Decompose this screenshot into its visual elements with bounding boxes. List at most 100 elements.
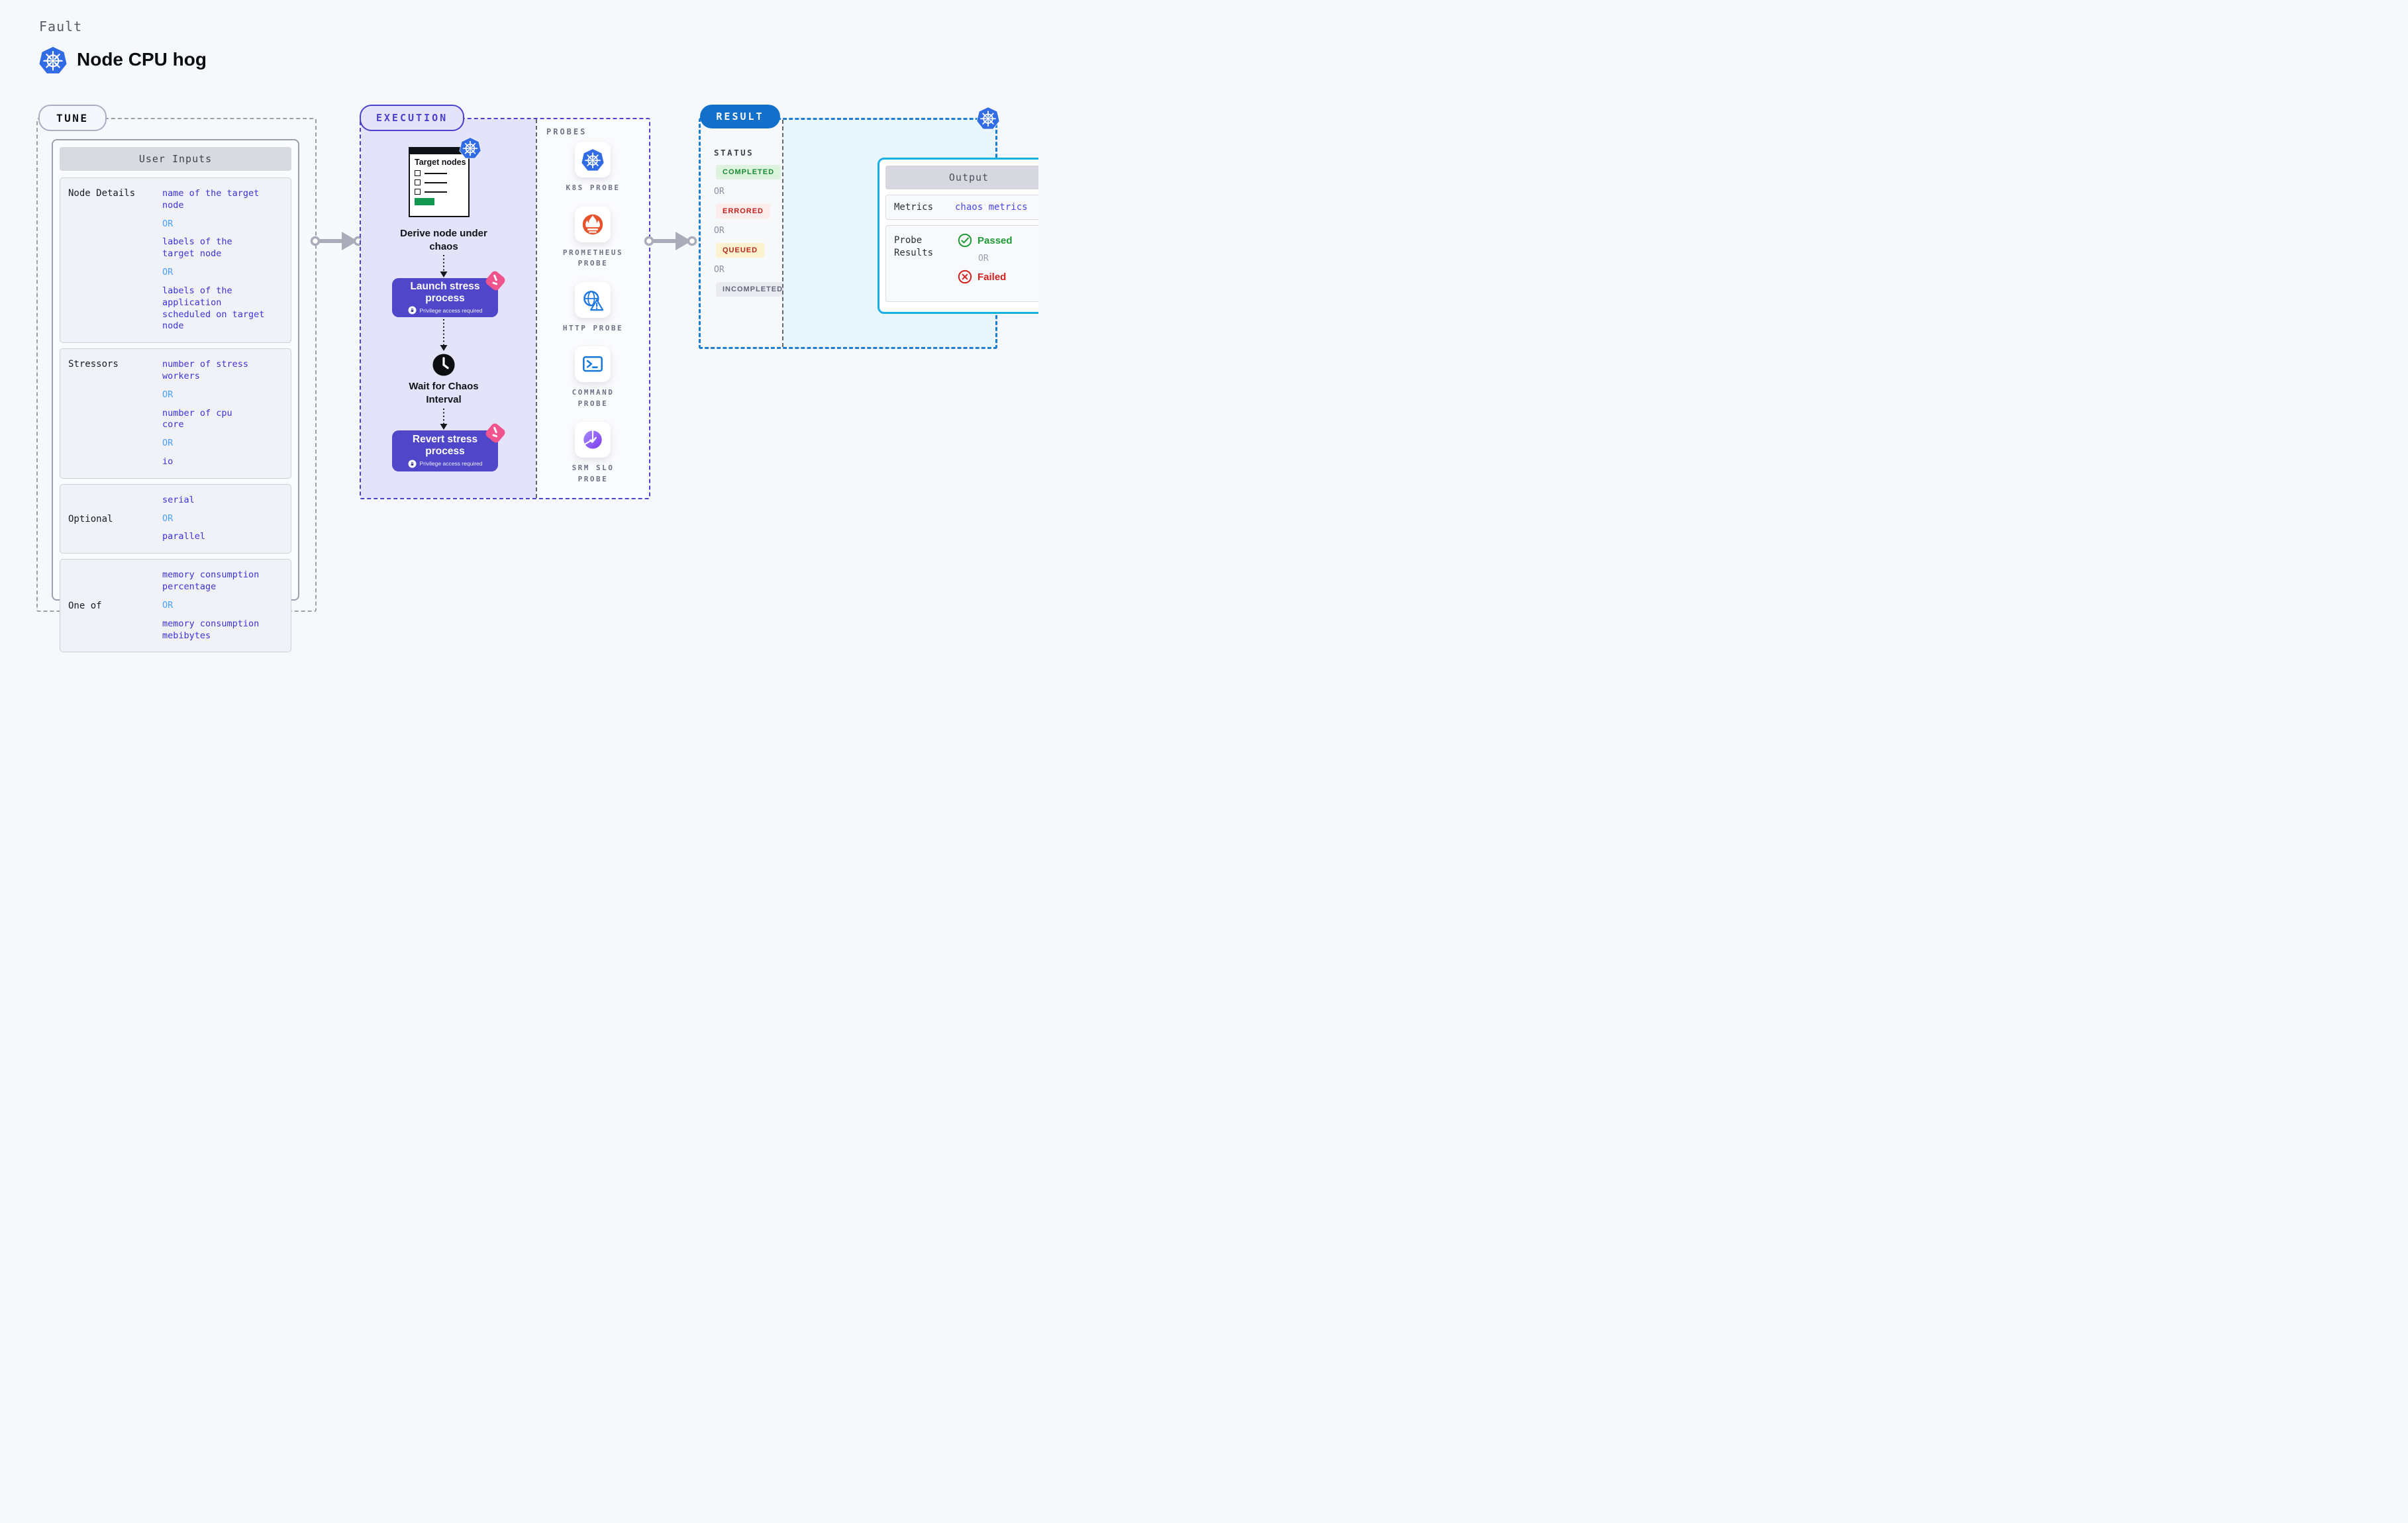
row-values: serial OR parallel (162, 495, 285, 543)
input-value: serial (162, 494, 195, 505)
failed-label: Failed (978, 271, 1007, 283)
kubernetes-icon (459, 136, 481, 160)
passed-line: Passed (958, 233, 1013, 248)
probe-card (575, 422, 611, 458)
execution-flow-panel: Target nodes Derive node under chaos Lau… (361, 119, 536, 498)
lock-icon (407, 306, 417, 315)
input-value: parallel (162, 531, 206, 542)
process-label: Launch stress process (410, 280, 480, 304)
node-line (425, 181, 447, 183)
dotted-arrow (440, 255, 448, 277)
input-row-node-details: Node Details name of the target node OR … (60, 177, 291, 344)
row-values: number of stress workers OR number of cp… (162, 359, 285, 468)
panel-divider (536, 119, 537, 498)
card-titlebar (410, 148, 468, 154)
execution-section: Target nodes Derive node under chaos Lau… (360, 118, 650, 499)
probe-results-row: Probe Results Passed OR (885, 225, 1038, 302)
probe-label: COMMAND PROBE (572, 388, 615, 408)
privilege-note: Privilege access required (407, 306, 483, 315)
output-card: Output Metrics chaos metrics Probe Resul… (878, 158, 1038, 314)
input-row-stressors: Stressors number of stress workers OR nu… (60, 348, 291, 479)
status-list: COMPLETED OR ERRORED OR QUEUED OR INCOMP… (714, 165, 790, 297)
status-title: STATUS (714, 148, 754, 158)
clock-icon (432, 353, 456, 377)
metrics-value: chaos metrics (955, 202, 1028, 213)
node-checkbox-row (415, 189, 468, 195)
input-value: labels of the target node (162, 236, 232, 260)
privilege-note-text: Privilege access required (419, 460, 483, 467)
or-separator: OR (162, 513, 174, 524)
flow-arrow (310, 229, 364, 253)
terminal-icon (583, 356, 603, 372)
checkbox-icon (415, 189, 421, 195)
probe-label: K8S PROBE (566, 183, 621, 192)
status-badge-queued: QUEUED (716, 243, 765, 258)
row-label: Optional (68, 513, 113, 524)
status-panel: STATUS COMPLETED OR ERRORED OR QUEUED OR… (701, 120, 790, 347)
http-globe-warning-icon (583, 290, 604, 311)
probe-results-values: Passed OR Failed (958, 233, 1013, 301)
row-label: One of (68, 600, 102, 611)
derive-step-label: Derive node under chaos (400, 228, 487, 252)
dotted-arrow (440, 319, 448, 351)
input-value: memory consumption mebibytes (162, 618, 260, 641)
passed-label: Passed (978, 234, 1013, 246)
probe-card (575, 206, 611, 242)
probe-label: HTTP PROBE (562, 323, 624, 332)
or-separator: OR (162, 267, 174, 278)
user-inputs-card: User Inputs Node Details name of the tar… (52, 139, 299, 653)
target-nodes-card: Target nodes (409, 147, 470, 217)
lock-icon (407, 459, 417, 468)
dotted-arrow (440, 409, 448, 430)
fault-diagram: Fault Node CPU hog User Inputs Node Deta… (0, 0, 1038, 657)
execution-badge: EXECUTION (360, 105, 464, 131)
probe-card (575, 281, 611, 318)
or-separator: OR (162, 389, 174, 400)
probe-card (575, 142, 611, 177)
result-badge: RESULT (700, 105, 780, 128)
or-separator: OR (162, 438, 174, 449)
probe-label: SRM SLO PROBE (572, 464, 615, 483)
output-panel: Output Metrics chaos metrics Probe Resul… (783, 120, 1038, 347)
result-section: STATUS COMPLETED OR ERRORED OR QUEUED OR… (699, 118, 1038, 349)
probe-item: HTTP PROBE (562, 281, 624, 334)
confirm-bar (415, 198, 434, 205)
or-separator: OR (714, 265, 725, 275)
check-circle-icon (958, 233, 972, 248)
probe-item: PROMETHEUS PROBE (563, 206, 623, 270)
slo-gauge-icon (583, 428, 603, 450)
probe-card (575, 346, 611, 382)
tune-badge: TUNE (38, 105, 107, 131)
process-label: Revert stress process (412, 434, 478, 457)
probe-item: SRM SLO PROBE (572, 422, 615, 485)
node-checkbox-row (415, 170, 468, 176)
probes-panel: PROBES K8S PROBE PROMETHEUS PROBE (537, 119, 649, 498)
wait-step-label: Wait for Chaos Interval (409, 381, 479, 405)
probe-list: K8S PROBE PROMETHEUS PROBE HTTP PROBE (537, 142, 649, 485)
output-title: Output (885, 166, 1038, 189)
row-label: Stressors (68, 359, 119, 370)
or-separator: OR (162, 599, 174, 611)
status-badge-completed: COMPLETED (716, 165, 781, 179)
input-value: number of cpu core (162, 407, 232, 430)
page-title: Node CPU hog (77, 49, 207, 70)
fault-eyebrow: Fault (39, 19, 83, 34)
checkbox-icon (415, 170, 421, 176)
failed-line: Failed (958, 270, 1013, 284)
node-line (425, 172, 447, 174)
metrics-row: Metrics chaos metrics (885, 195, 1038, 220)
probe-item: K8S PROBE (566, 142, 620, 194)
launch-stress-process-node: Launch stress process Privilege access r… (392, 270, 507, 317)
row-values: name of the target node OR labels of the… (162, 188, 285, 332)
or-separator: OR (714, 187, 725, 197)
user-inputs-title: User Inputs (60, 147, 291, 171)
x-circle-icon (958, 270, 972, 284)
node-checkbox-row (415, 179, 468, 185)
privilege-note: Privilege access required (407, 459, 483, 468)
privilege-note-text: Privilege access required (419, 307, 483, 314)
metrics-label: Metrics (894, 202, 934, 213)
target-nodes-title: Target nodes (415, 158, 466, 167)
node-line (425, 191, 447, 193)
revert-stress-process-node: Revert stress process Privilege access r… (392, 422, 507, 471)
probes-title: PROBES (546, 127, 587, 136)
